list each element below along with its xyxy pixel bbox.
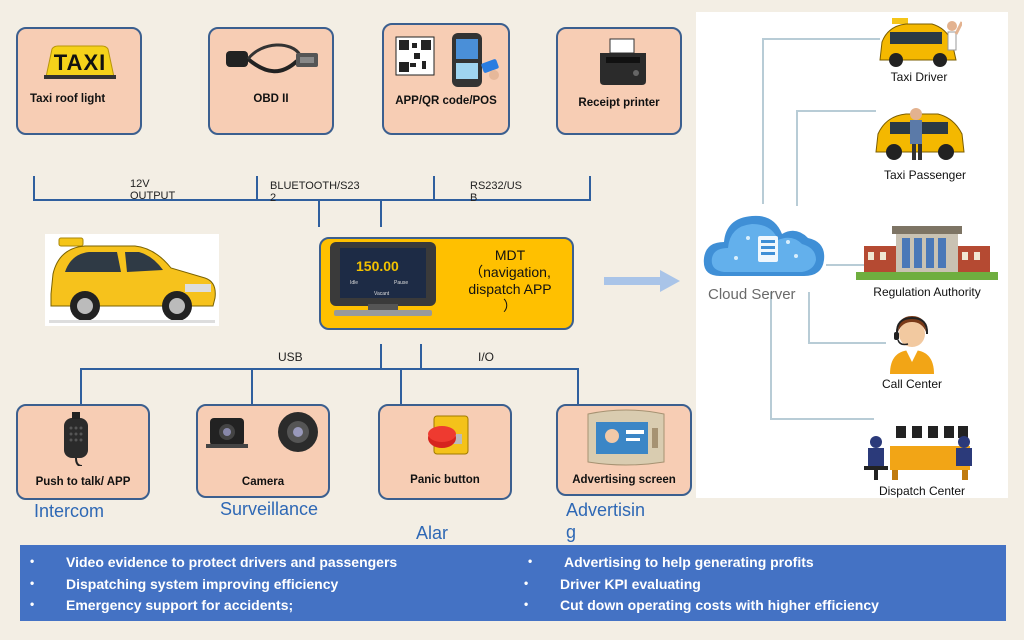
benefit-right-2: •Driver KPI evaluating (524, 576, 701, 592)
device-label: Panic button (410, 474, 480, 486)
connector-trunk-mid (796, 110, 798, 206)
device-label: Advertising screen (572, 474, 676, 486)
bottom-drop-3 (400, 368, 402, 404)
stakeholder-label-driver: Taxi Driver (890, 70, 948, 84)
arrow-to-cloud-icon (604, 268, 680, 294)
bottom-drop-4 (577, 368, 579, 404)
conn-label-rs232: RS232/US B (470, 180, 522, 204)
mdt-screen-bottom: Vacant (374, 291, 390, 297)
connector-to-dispatch (770, 418, 874, 420)
obd-cable-icon (222, 39, 322, 79)
top-bus-line (33, 199, 590, 201)
top-to-mdt-2 (380, 199, 382, 227)
connector-trunk-left (762, 38, 764, 204)
connector-to-passenger (796, 110, 876, 112)
stakeholder-label-authority: Regulation Authority (873, 285, 981, 299)
taxi-car-image (45, 234, 219, 326)
top-to-mdt-1 (318, 199, 320, 227)
printer-icon (596, 37, 650, 87)
device-box-panic: Panic button (378, 404, 512, 500)
bottom-bus-line (80, 368, 579, 370)
connector-to-driver (762, 38, 880, 40)
mdt-screen-btn-left: Idle (350, 280, 359, 286)
taxi-sign-text: TAXI (53, 50, 107, 75)
mdt-screen-value: 150.00 (356, 258, 399, 274)
top-drop-2 (256, 176, 258, 201)
top-drop-3 (433, 176, 435, 201)
conn-label-usb: USB (278, 350, 303, 364)
conn-label-io: I/O (478, 350, 495, 364)
connector-trunk-dispatch (770, 292, 772, 420)
connector-to-call (808, 342, 886, 344)
mdt-to-bottom-1 (380, 344, 382, 369)
cloud-server-label: Cloud Server (708, 286, 796, 303)
benefit-right-3: •Cut down operating costs with higher ef… (524, 597, 879, 613)
mdt-screen-btn-right: Pause (394, 280, 409, 286)
government-building-icon (856, 220, 998, 280)
camera-icon (206, 410, 326, 454)
pos-terminal-icon (394, 31, 504, 91)
device-box-camera: Camera (196, 404, 330, 498)
mdt-to-bottom-2 (420, 344, 422, 369)
conn-label-bluetooth: BLUETOOTH/S23 2 (270, 180, 360, 204)
mdt-label: MDT （navigation, dispatch APP ） (468, 247, 552, 314)
device-box-intercom: Push to talk/ APP (16, 404, 150, 500)
stakeholders-panel: Cloud Server Taxi Driver Taxi Passenger (696, 12, 1008, 498)
call-center-icon (886, 312, 938, 374)
device-label: OBD II (253, 93, 289, 105)
device-label: Receipt printer (578, 97, 660, 109)
device-label: Camera (241, 476, 285, 488)
device-box-printer: Receipt printer (556, 27, 682, 135)
device-box-advertising: Advertising screen (556, 404, 692, 496)
top-drop-4 (589, 176, 591, 201)
category-intercom: Intercom (34, 501, 105, 521)
device-label: Taxi roof light (30, 93, 106, 105)
device-label: Push to talk/ APP (35, 476, 131, 488)
taxi-sign-icon: TAXI (42, 45, 118, 79)
cloud-server-icon (700, 198, 830, 288)
connector-to-authority (826, 264, 866, 266)
stakeholder-label-call-center: Call Center (881, 377, 943, 391)
device-box-pos: APP/QR code/POS (382, 23, 510, 135)
benefits-band: •Video evidence to protect drivers and p… (20, 545, 1006, 621)
stakeholder-label-dispatch: Dispatch Center (878, 484, 966, 498)
stakeholder-label-passenger: Taxi Passenger (883, 168, 967, 182)
top-drop-1 (33, 176, 35, 201)
advertising-screen-icon (582, 408, 670, 468)
category-advertising: Advertisin g (566, 500, 646, 542)
taxi-car-icon (49, 237, 216, 323)
category-surveillance: Surveillance (220, 499, 319, 519)
benefit-left-3: •Emergency support for accidents; (30, 597, 294, 613)
conn-label-12v: 12V OUTPUT (130, 178, 176, 202)
category-alarm: Alar (416, 523, 449, 543)
taxi-driver-icon (876, 16, 964, 68)
benefit-left-2: •Dispatching system improving efficiency (30, 576, 339, 592)
benefit-right-1: •Advertising to help generating profits (528, 554, 814, 570)
taxi-passenger-icon (872, 104, 968, 162)
device-label: APP/QR code/POS (395, 95, 497, 107)
panic-button-icon (424, 412, 470, 456)
bottom-drop-2 (251, 368, 253, 404)
device-box-obd: OBD II (208, 27, 334, 135)
dispatch-center-icon (862, 412, 974, 482)
bottom-drop-1 (80, 368, 82, 404)
benefit-left-1: •Video evidence to protect drivers and p… (30, 554, 398, 570)
mdt-device: 150.00 Idle Pause Vacant (328, 240, 438, 320)
walkie-talkie-icon (58, 410, 94, 467)
device-box-taxi-roof-light: TAXI Taxi roof light (16, 27, 142, 135)
connector-trunk-call (808, 292, 810, 344)
